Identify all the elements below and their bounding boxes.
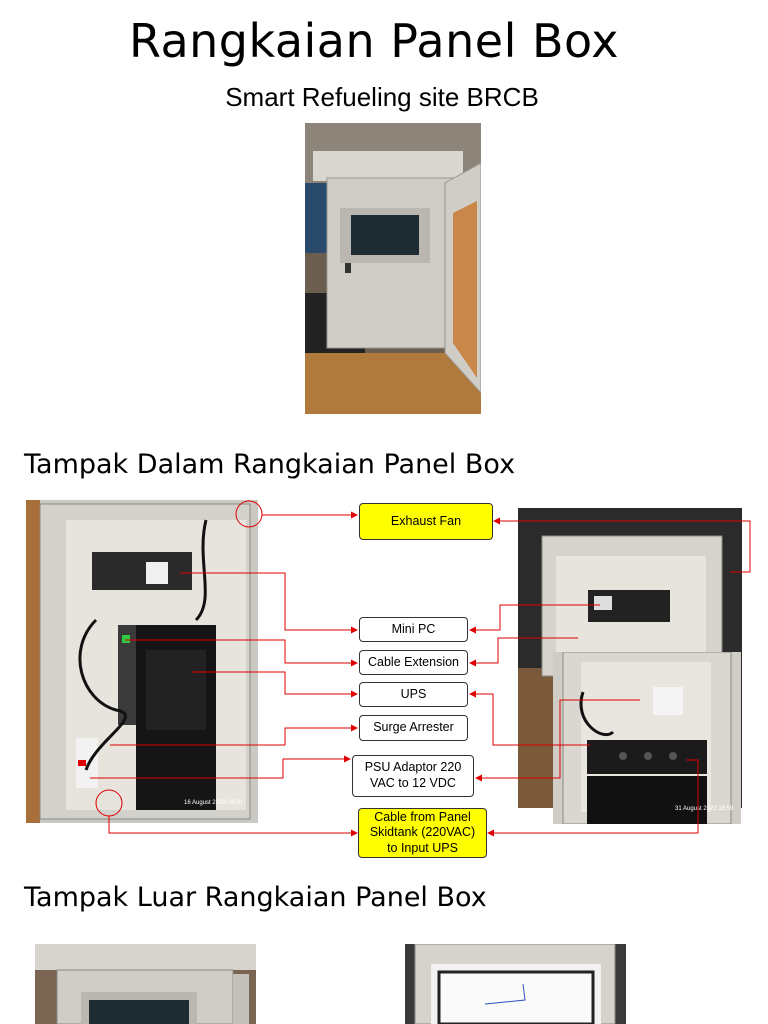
interior-photo-right-bottom: 31 August 2023 16:59 xyxy=(553,652,741,824)
right-photo-timestamp: 31 August 2023 16:59 xyxy=(675,806,734,812)
exterior-photo-left xyxy=(35,944,256,1024)
interior-photo-left: 16 August 2023 09:50 xyxy=(26,500,258,823)
panel-box-photo xyxy=(305,123,481,414)
label-mini-pc: Mini PC xyxy=(359,617,468,642)
label-cable-from-panel: Cable from Panel Skidtank (220VAC) to In… xyxy=(358,808,487,858)
label-ups: UPS xyxy=(359,682,468,707)
cable-highlight-circle xyxy=(95,789,123,817)
outside-section-title: Tampak Luar Rangkaian Panel Box xyxy=(24,882,487,913)
page-title: Rangkaian Panel Box xyxy=(129,14,619,68)
exterior-photo-right xyxy=(405,944,626,1024)
fan-highlight-circle xyxy=(235,500,263,528)
inside-section-title: Tampak Dalam Rangkaian Panel Box xyxy=(24,449,516,480)
label-cable-extension: Cable Extension xyxy=(359,650,468,675)
label-exhaust-fan: Exhaust Fan xyxy=(359,503,493,540)
left-photo-timestamp: 16 August 2023 09:50 xyxy=(184,800,243,806)
label-surge-arrester: Surge Arrester xyxy=(359,715,468,741)
page-subtitle: Smart Refueling site BRCB xyxy=(225,82,539,112)
label-psu-adaptor: PSU Adaptor 220 VAC to 12 VDC xyxy=(352,755,474,797)
